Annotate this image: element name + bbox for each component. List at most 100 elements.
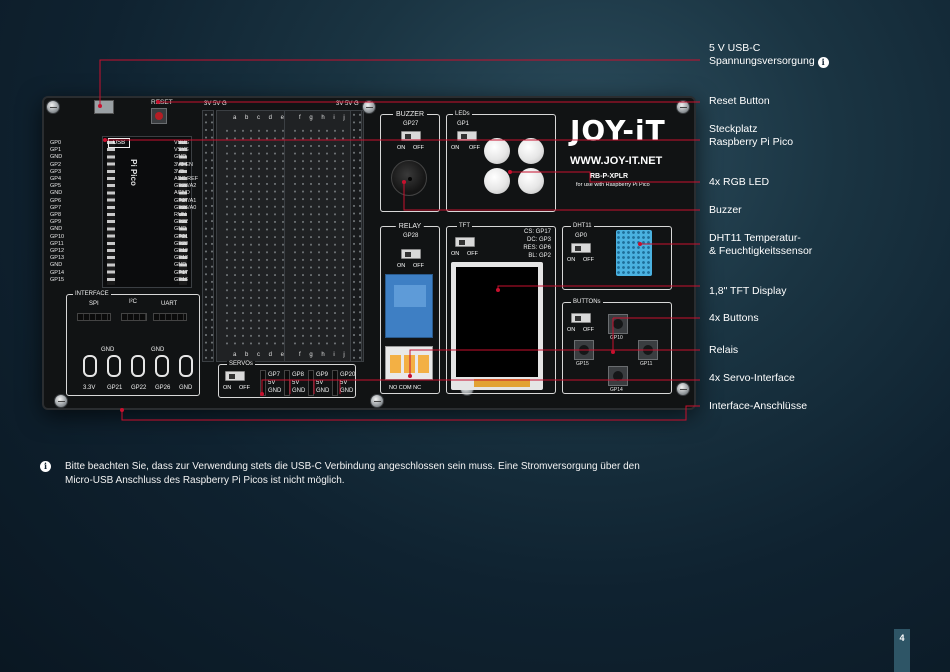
screw-icon [362,100,376,114]
screw-icon [46,100,60,114]
button-gp11-label: GP11 [640,361,653,367]
button-gp15[interactable] [574,340,594,360]
buzzer-title: BUZZER [393,111,427,118]
rgb-led-3 [484,168,510,194]
label-relais: Relais [709,344,739,356]
dht11-pin: GP0 [575,233,588,239]
screw-icon [54,394,68,408]
buzzer-pin: GP27 [403,121,419,127]
right-pin-1: VSYS [174,147,189,154]
rgb-led-4 [518,168,544,194]
servo-4-pin: GP20 [340,372,356,378]
left-pin-13: GP10 [50,233,65,240]
right-pin-14: GP20 [174,240,189,247]
dht11-on-label: ON [567,257,576,263]
power-rail-left [202,110,214,362]
buzzer-off-label: OFF [413,145,424,151]
jumper-label-3v3: 3.3V [83,385,96,391]
servo-header-1[interactable] [260,370,266,396]
dht11-title: DHT11 [571,223,594,229]
jumper-gnd[interactable] [179,355,193,377]
tft-switch[interactable] [455,237,475,247]
i2c-header[interactable] [121,313,147,321]
jumper-gp22[interactable] [131,355,145,377]
relay-terminal-labels: NO COM NC [389,385,422,391]
servo-header-4[interactable] [332,370,338,396]
right-pin-8: GP27/A1 [174,197,197,204]
button-gp14[interactable] [608,366,628,386]
servo-header-3[interactable] [308,370,314,396]
jumper-label-gnd: GND [179,385,193,391]
label-tft: 1,8" TFT Display [709,285,787,297]
breadboard-letters-bottom-right: f g h i j [299,352,349,358]
jumper-3v3[interactable] [83,355,97,377]
label-servo: 4x Servo-Interface [709,372,795,384]
screw-icon [676,382,690,396]
label-dht: DHT11 Temperatur- & Feuchtigkeitssensor [709,232,813,257]
servo-3-v: 5V [316,380,324,386]
buttons-on-label: ON [567,327,576,333]
left-pin-5: GP4 [50,176,62,183]
left-pin-1: GP1 [50,147,62,154]
right-pin-18: GP17 [174,269,189,276]
uart-header[interactable] [153,313,187,321]
servo-header-2[interactable] [284,370,290,396]
rgb-led-2 [518,138,544,164]
breadboard-letters-bottom-left: a b c d e [233,352,288,358]
right-pin-12: GND [174,226,187,233]
right-pin-5: ADC REF [174,176,199,183]
button-gp11[interactable] [638,340,658,360]
button-gp10[interactable] [608,314,628,334]
servo-off-label: OFF [239,385,250,391]
right-pin-9: GP26/A0 [174,204,197,211]
jumper-label-gp26: GP26 [155,385,171,391]
dht11-switch[interactable] [571,243,591,253]
spi-label: SPI [89,301,99,307]
buttons-off-label: OFF [583,327,594,333]
buzzer-switch[interactable] [401,131,421,141]
buttons-switch[interactable] [571,313,591,323]
page-number: 4 [894,629,910,672]
left-pin-10: GP8 [50,212,62,219]
jumper-label-gp21: GP21 [107,385,123,391]
jumper-gp26[interactable] [155,355,169,377]
label-buzzer: Buzzer [709,204,742,216]
screw-icon [676,100,690,114]
website-url: WWW.JOY-IT.NET [570,155,663,167]
left-pin-18: GP14 [50,269,65,276]
relay-title: RELAY [395,223,425,230]
right-pin-6: GP28/A2 [174,183,197,190]
jumper-gp21[interactable] [107,355,121,377]
spi-header[interactable] [77,313,111,321]
right-pin-10: RUN [174,212,186,219]
relay-pin: GP28 [403,233,419,239]
pico-slot [102,136,192,288]
leds-switch[interactable] [457,131,477,141]
left-pin-15: GP12 [50,248,65,255]
uart-label: UART [161,301,178,307]
buzzer [391,160,427,196]
servo-3-g: GND [316,388,330,394]
right-pin-2: GND [174,154,187,161]
usb-c-port[interactable] [94,100,114,114]
right-pin-11: GP22 [174,219,189,226]
servo-power-switch[interactable] [225,371,245,381]
servo-2-g: GND [292,388,306,394]
label-interface: Interface-Anschlüsse [709,400,808,412]
label-usbc: 5 V USB-C Spannungsversorgung i [709,42,829,68]
rgb-led-1 [484,138,510,164]
servo-3-pin: GP9 [316,372,329,378]
interface-title: INTERFACE [73,291,111,297]
pico-usb-label: USB [108,138,130,148]
gnd-label-2: GND [151,347,165,353]
joy-it-logo: JOY-iT [570,114,666,147]
relay-switch[interactable] [401,249,421,259]
button-gp14-label: GP14 [610,387,623,393]
reset-button[interactable] [151,108,167,124]
left-pin-14: GP11 [50,240,64,247]
dht11-off-label: OFF [583,257,594,263]
relay-terminal-block[interactable] [385,346,433,380]
tft-off-label: OFF [467,251,478,257]
